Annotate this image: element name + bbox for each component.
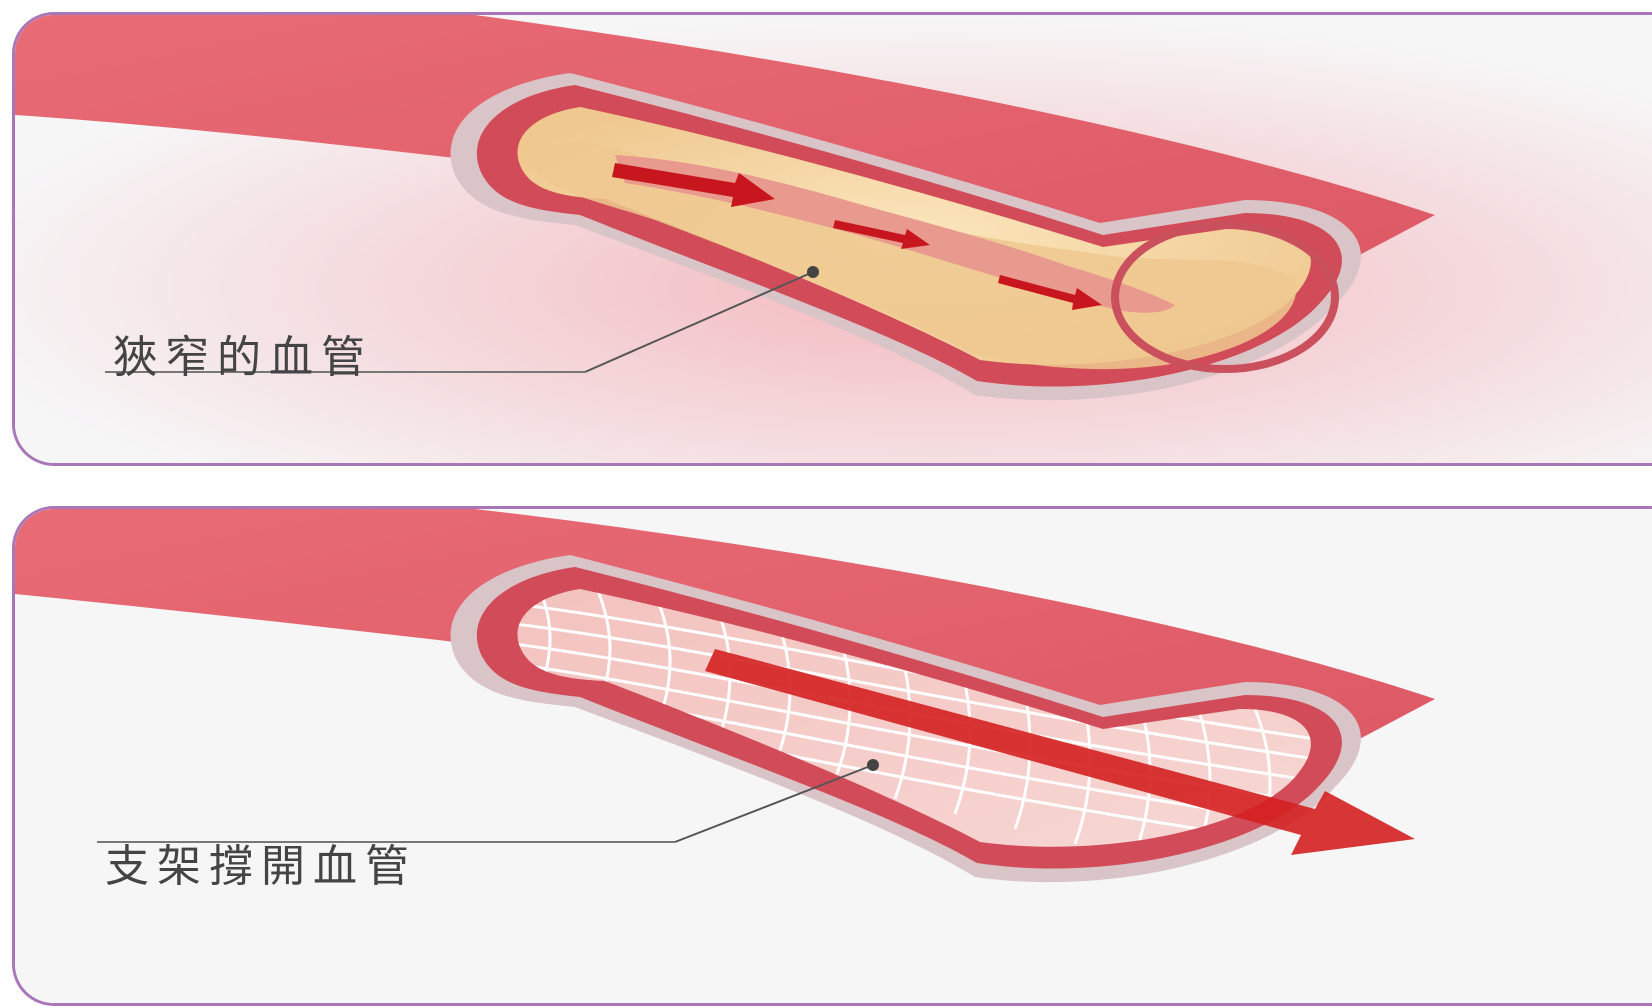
stented-vessel-label: 支架撐開血管 [105,830,417,894]
stented-vessel-panel: 支架撐開血管 [12,506,1652,1006]
narrowed-vessel-label: 狹窄的血管 [113,321,373,385]
narrowed-vessel-panel: 狹窄的血管 [12,12,1652,466]
narrowed-vessel-illustration [15,15,1652,466]
stented-vessel-illustration [15,509,1652,1006]
